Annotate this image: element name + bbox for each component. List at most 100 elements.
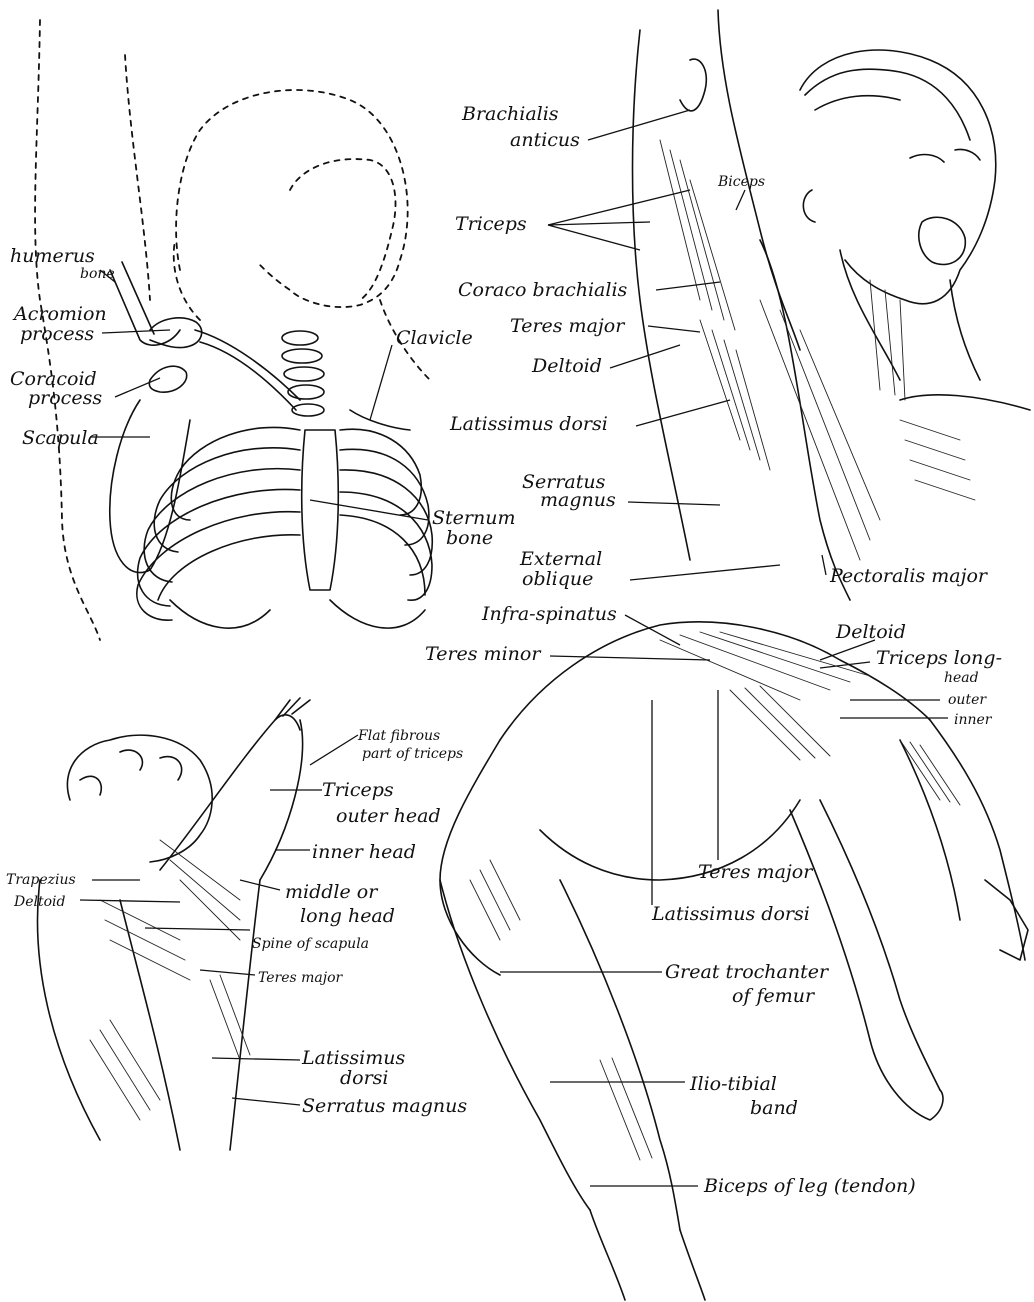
coracoid-process — [149, 366, 186, 392]
label-coracoid-process: process — [28, 387, 102, 409]
bent-hip — [440, 740, 500, 975]
leader-oblique — [630, 565, 780, 580]
label-flat-fibrous: Flat fibrous — [357, 728, 440, 744]
bent-hanging-hand — [870, 1040, 943, 1120]
scapula-bone — [110, 400, 190, 573]
label-inner-head: inner head — [312, 841, 416, 863]
label-deltoid: Deltoid — [531, 355, 602, 377]
mouth-open — [919, 217, 966, 264]
label-external: External — [519, 548, 602, 570]
leader-infra — [625, 615, 680, 645]
label-latissimus-back: Latissimus — [301, 1047, 405, 1069]
skeleton-panel: humerus bone Acromion process Coracoid p… — [10, 20, 515, 640]
neck — [840, 250, 980, 380]
leader-brachialis — [588, 110, 690, 140]
bent-hand — [985, 880, 1028, 960]
label-spine-scapula: Spine of scapula — [252, 936, 369, 952]
label-humerus: humerus — [10, 245, 95, 267]
label-serratus-back: Serratus magnus — [302, 1095, 467, 1117]
leader-clavicle — [370, 345, 392, 420]
leader-latissimus-back — [212, 1058, 300, 1060]
label-latissimus: Latissimus dorsi — [449, 413, 608, 435]
back-view-panel: Flat fibrous part of triceps Triceps out… — [6, 698, 467, 1150]
leader-triceps-3 — [548, 225, 640, 250]
label-great-trochanter-2: of femur — [732, 985, 816, 1007]
back-arm-outline — [160, 715, 303, 880]
label-deltoid-back: Deltoid — [13, 894, 66, 910]
label-deltoid-bent: Deltoid — [835, 621, 906, 643]
leader-deltoid-back — [80, 900, 180, 902]
cervical-vertebrae — [282, 331, 324, 416]
chest-line — [900, 395, 1030, 410]
label-biceps: Biceps — [717, 174, 765, 190]
leader-deltoid — [610, 345, 680, 368]
bent-figure-panel: Infra-spinatus Teres minor Deltoid Trice… — [425, 603, 1028, 1300]
label-scapula: Scapula — [22, 427, 99, 449]
label-teres-minor: Teres minor — [425, 643, 542, 665]
leader-teres — [648, 326, 700, 332]
eye — [910, 149, 980, 162]
torso-outline — [760, 240, 850, 600]
leader-deltoid-bent — [820, 640, 875, 660]
label-sternum-bone: bone — [446, 527, 493, 549]
leader-sternum — [310, 500, 428, 520]
label-brachialis-anticus: anticus — [510, 129, 580, 151]
leader-coracoid — [115, 378, 160, 397]
label-triceps-long: Triceps long- — [876, 647, 1002, 669]
label-biceps-leg: Biceps of leg (tendon) — [703, 1175, 916, 1197]
label-humerus-bone: bone — [80, 266, 115, 282]
leader-latissimus — [636, 400, 730, 426]
label-pectoralis: Pectoralis major — [829, 565, 989, 587]
label-latissimus-back-2: dorsi — [340, 1067, 389, 1089]
label-clavicle: Clavicle — [396, 327, 473, 349]
leader-flat-fibrous — [310, 735, 358, 765]
sternum-bone — [302, 430, 339, 590]
bent-arm-outline — [900, 720, 1025, 960]
leader-teres-minor — [550, 656, 710, 660]
label-coraco: Coraco brachialis — [458, 279, 628, 301]
label-ilio-tibial: Ilio-tibial — [689, 1073, 777, 1095]
head-outline-dotted — [176, 90, 408, 307]
clavicle-right — [350, 410, 410, 430]
back-spine — [120, 900, 180, 1150]
arm-outline-dotted — [125, 55, 150, 300]
label-teres-back: Teres major — [258, 970, 344, 986]
leader-teres-back — [200, 970, 255, 975]
raised-arm-outline — [633, 30, 691, 560]
label-infra-spinatus: Infra-spinatus — [481, 603, 617, 625]
bent-lower-leg — [590, 1210, 705, 1300]
label-external-oblique: oblique — [522, 568, 593, 590]
label-ilio-tibial-2: band — [750, 1097, 798, 1119]
label-middle: middle or — [285, 881, 379, 903]
label-flat-fibrous-2: part of triceps — [362, 746, 463, 762]
label-serratus-magnus: magnus — [540, 489, 616, 511]
label-middle-2: long head — [300, 905, 395, 927]
face-profile-dotted — [290, 159, 396, 300]
label-outer: outer — [948, 692, 987, 708]
raised-arm-hatching — [660, 140, 975, 560]
leader-serratus — [628, 502, 720, 505]
acromion-process — [150, 318, 202, 348]
label-acromion-process: process — [20, 323, 94, 345]
raised-arm-panel: Brachialis anticus Biceps Triceps Coraco… — [449, 10, 1030, 600]
label-sternum: Sternum — [432, 507, 515, 529]
shoulder-outline-dotted — [174, 240, 200, 320]
label-inner: inner — [954, 712, 993, 728]
label-trapezius: Trapezius — [6, 872, 76, 888]
label-teres-major: Teres major — [510, 315, 626, 337]
leader-coraco — [656, 282, 720, 290]
back-hatching — [90, 840, 250, 1120]
label-teres-major-bent: Teres major — [698, 861, 814, 883]
label-triceps-outer: Triceps — [322, 779, 394, 801]
leader-spine-scapula — [145, 928, 250, 930]
label-acromion: Acromion — [12, 303, 107, 325]
bent-thigh — [440, 880, 680, 1230]
bent-hanging-arm — [790, 800, 940, 1090]
leader-serratus-back — [232, 1098, 300, 1105]
label-triceps-long-head: head — [944, 670, 979, 686]
hair — [805, 69, 970, 140]
leader-biceps — [736, 190, 745, 210]
leader-triceps-1 — [548, 190, 690, 225]
